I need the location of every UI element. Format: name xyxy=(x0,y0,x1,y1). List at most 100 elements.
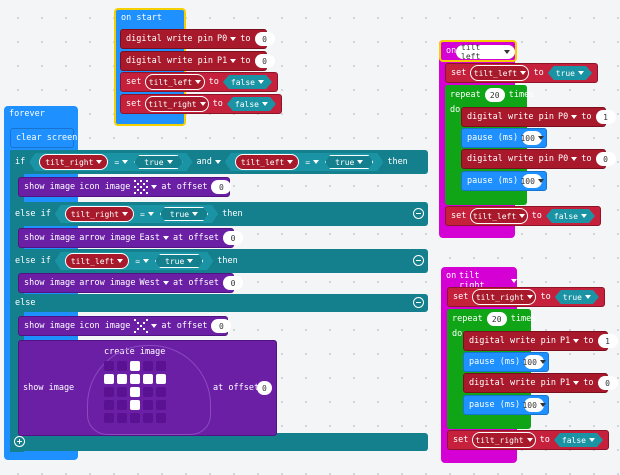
value-input[interactable]: 1 xyxy=(597,334,618,348)
led-cell[interactable] xyxy=(104,400,114,410)
else-row[interactable]: else xyxy=(10,294,428,312)
and-dropdown[interactable]: and xyxy=(197,157,221,167)
operator-dropdown[interactable]: = xyxy=(135,257,149,266)
led-cell[interactable] xyxy=(143,413,153,423)
boolean-dropdown[interactable]: true xyxy=(548,66,592,80)
variable-dropdown[interactable]: tilt_left xyxy=(65,253,129,269)
value-input[interactable]: 0 xyxy=(254,32,275,46)
on-start-digital-write-p1[interactable]: digital write pin P1 to 0 xyxy=(120,51,275,71)
tilt-left-pause-1[interactable]: pause (ms) 100 xyxy=(461,128,547,148)
led-cell[interactable] xyxy=(130,413,140,423)
variable-dropdown[interactable]: tilt_left xyxy=(235,154,299,170)
direction-dropdown[interactable]: East xyxy=(139,233,169,243)
compare-block[interactable]: tilt_left = true xyxy=(55,252,213,270)
variable-dropdown[interactable]: tilt_right xyxy=(472,289,537,305)
boolean-dropdown[interactable]: true xyxy=(325,155,373,169)
operator-dropdown[interactable]: = xyxy=(140,210,154,219)
offset-input[interactable]: 0 xyxy=(211,319,232,333)
led-cell[interactable] xyxy=(156,413,166,423)
offset-input[interactable]: 0 xyxy=(211,180,232,194)
gesture-dropdown[interactable]: tilt left xyxy=(456,43,515,61)
led-cell[interactable] xyxy=(156,361,166,371)
tilt-right-pause-2[interactable]: pause (ms) 100 xyxy=(463,395,549,415)
value-input[interactable]: 0 xyxy=(595,152,616,166)
offset-input[interactable]: 0 xyxy=(223,231,244,245)
led-cell[interactable] xyxy=(156,400,166,410)
tilt-right-digital-write-2[interactable]: digital write pin P1 to 0 xyxy=(463,373,618,393)
show-arrow-west-block[interactable]: show image arrow image West at offset 0 xyxy=(18,273,244,293)
led-cell[interactable] xyxy=(117,361,127,371)
operator-dropdown[interactable]: = xyxy=(114,158,128,167)
offset-input[interactable]: 0 xyxy=(257,381,272,395)
led-cell[interactable] xyxy=(156,387,166,397)
compare-block[interactable]: tilt_right = true xyxy=(29,153,192,171)
boolean-dropdown[interactable]: false xyxy=(554,433,603,447)
clear-screen-block[interactable]: clear screen xyxy=(10,128,77,148)
led-cell[interactable] xyxy=(104,374,114,384)
led-cell[interactable] xyxy=(130,387,140,397)
operator-dropdown[interactable]: = xyxy=(305,158,319,167)
direction-dropdown[interactable]: West xyxy=(139,278,169,288)
tilt-left-set-true[interactable]: set tilt_left to true xyxy=(445,63,598,83)
tilt-left-set-false[interactable]: set tilt_left to false xyxy=(445,206,601,226)
on-start-set-tilt-left[interactable]: set tilt_left to false xyxy=(120,72,278,92)
value-input[interactable]: 1 xyxy=(595,110,616,124)
led-cell[interactable] xyxy=(117,374,127,384)
show-icon-image-block[interactable]: show image icon image at offset 0 xyxy=(18,177,232,197)
tilt-left-pause-2[interactable]: pause (ms) 100 xyxy=(461,171,547,191)
variable-dropdown[interactable]: tilt_left xyxy=(145,74,205,90)
tilt-right-set-false[interactable]: set tilt_right to false xyxy=(447,430,609,450)
tilt-right-pause-1[interactable]: pause (ms) 100 xyxy=(463,352,549,372)
variable-dropdown[interactable]: tilt_right xyxy=(39,154,108,170)
tilt-left-digital-write-1[interactable]: digital write pin P0 to 1 xyxy=(461,107,616,127)
led-cell[interactable] xyxy=(104,413,114,423)
show-arrow-east-block[interactable]: show image arrow image East at offset 0 xyxy=(18,228,244,248)
led-cell[interactable] xyxy=(156,374,166,384)
pause-dropdown[interactable]: 100 xyxy=(522,398,546,412)
pin-dropdown[interactable]: P0 xyxy=(558,154,578,164)
boolean-dropdown[interactable]: true xyxy=(160,207,208,221)
remove-else-icon[interactable] xyxy=(413,297,424,308)
value-input[interactable]: 0 xyxy=(597,376,618,390)
boolean-dropdown[interactable]: true xyxy=(155,254,203,268)
pin-dropdown[interactable]: P1 xyxy=(560,336,580,346)
led-cell[interactable] xyxy=(104,361,114,371)
led-cell[interactable] xyxy=(143,374,153,384)
led-cell[interactable] xyxy=(104,387,114,397)
led-cell[interactable] xyxy=(143,400,153,410)
led-cell[interactable] xyxy=(117,387,127,397)
pause-dropdown[interactable]: 100 xyxy=(520,131,544,145)
on-start-set-tilt-right[interactable]: set tilt_right to false xyxy=(120,94,282,114)
variable-dropdown[interactable]: tilt_right xyxy=(472,432,536,448)
boolean-dropdown[interactable]: true xyxy=(555,290,599,304)
repeat-count-input[interactable]: 20 xyxy=(486,312,507,326)
pin-dropdown[interactable]: P0 xyxy=(558,112,578,122)
pause-dropdown[interactable]: 100 xyxy=(520,174,544,188)
repeat-header[interactable]: repeat 20 times xyxy=(447,309,536,329)
show-icon-image-block-2[interactable]: show image icon image at offset 0 xyxy=(18,316,232,336)
remove-else-if-icon[interactable] xyxy=(413,255,424,266)
variable-dropdown[interactable]: tilt_right xyxy=(65,206,134,222)
icon-dropdown[interactable] xyxy=(134,319,158,333)
pause-dropdown[interactable]: 100 xyxy=(522,355,546,369)
icon-dropdown[interactable] xyxy=(134,180,158,194)
variable-dropdown[interactable]: tilt_right xyxy=(145,96,209,112)
value-input[interactable]: 0 xyxy=(254,54,275,68)
else-if-row-2[interactable]: else if tilt_left = true then xyxy=(10,249,428,273)
tilt-right-digital-write-1[interactable]: digital write pin P1 to 1 xyxy=(463,331,618,351)
led-cell[interactable] xyxy=(130,374,140,384)
tilt-right-set-true[interactable]: set tilt_right to true xyxy=(447,287,605,307)
pin-dropdown[interactable]: P0 xyxy=(217,34,237,44)
compare-block[interactable]: tilt_right = true xyxy=(55,205,218,223)
boolean-dropdown[interactable]: false xyxy=(227,97,276,111)
boolean-dropdown[interactable]: false xyxy=(223,75,272,89)
gesture-dropdown[interactable]: tilt right xyxy=(459,271,517,291)
if-row[interactable]: if tilt_right = true and tilt_left = tru… xyxy=(10,150,428,174)
variable-dropdown[interactable]: tilt_left xyxy=(470,65,530,81)
boolean-dropdown[interactable]: true xyxy=(134,155,182,169)
add-else-if-icon[interactable] xyxy=(14,436,25,447)
led-cell[interactable] xyxy=(117,413,127,423)
led-cell[interactable] xyxy=(143,361,153,371)
led-cell[interactable] xyxy=(143,387,153,397)
boolean-dropdown[interactable]: false xyxy=(546,209,595,223)
